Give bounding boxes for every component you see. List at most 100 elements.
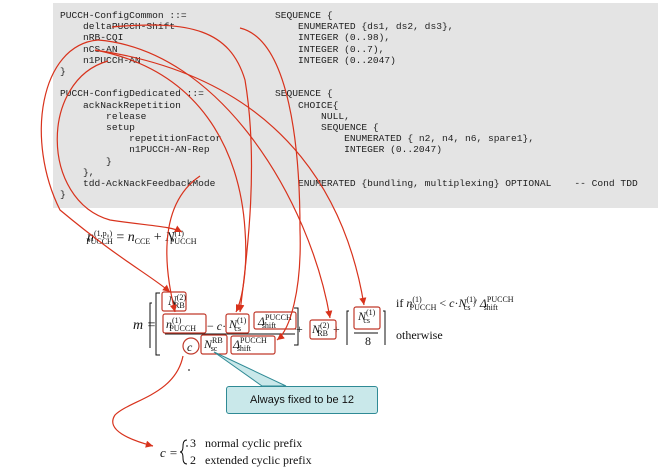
N-superscript: (1)	[174, 229, 184, 238]
arrow-delta-shift-to-delta-bottom	[239, 27, 301, 341]
asn1-line-right: SEQUENCE {	[275, 88, 333, 100]
sup-2: (2)	[176, 293, 186, 302]
asn1-line-right: INTEGER (0..7),	[275, 43, 385, 55]
sub-pucch: PUCCH	[169, 324, 197, 333]
sup-1: (1)	[466, 295, 476, 304]
arrow-ncs-an-to-ncs	[94, 49, 247, 313]
asn1-line-left: repetitionFactor	[60, 133, 222, 145]
dot-sign: ·	[222, 319, 227, 333]
ncce-symbol: n	[127, 230, 135, 245]
sup-1: (1)	[366, 308, 376, 317]
callout-fixed-12: Always fixed to be 12	[226, 386, 378, 414]
denominator-8: 8	[365, 334, 371, 348]
asn1-line-right: ENUMERATED { n2, n4, n6, spare1},	[275, 133, 535, 145]
asn1-line-right: ENUMERATED {ds1, ds2, ds3},	[275, 21, 454, 33]
asn1-line-left: nRB-CQI	[60, 32, 124, 44]
minus-c: − c·	[207, 319, 226, 334]
arrow-n1pucch-an-to-n-pucch	[56, 60, 183, 233]
callout-pointer	[213, 351, 287, 387]
c-letter: c	[449, 296, 455, 310]
c-case-brace	[179, 439, 188, 465]
ncce-subscript: CCE	[134, 237, 151, 246]
arrow-ncs-an-to-ncs-over-8	[94, 49, 367, 306]
asn1-line-left: }	[60, 189, 66, 201]
asn1-line-left: PUCCH-ConfigDedicated ::=	[60, 88, 204, 100]
n-symbol: n	[87, 230, 94, 245]
box-delta-bottom	[230, 335, 276, 355]
arrow-delta-shift-to-delta	[111, 24, 253, 313]
otherwise-label: otherwise	[396, 328, 443, 342]
N-symbol: N	[165, 230, 175, 245]
sub-shift: shift	[483, 303, 498, 312]
sub-cs: cs	[234, 324, 242, 333]
n-cs-term: N(1)cs	[229, 316, 246, 333]
N-letter: N	[358, 309, 367, 323]
value-3: 3	[190, 436, 196, 450]
N-letter: N	[204, 337, 213, 351]
c-case-normal: 3 normal cyclic prefix	[190, 436, 302, 451]
highlight-boxes	[161, 291, 381, 355]
asn1-line-right: SEQUENCE {	[275, 10, 333, 21]
N-letter: N	[229, 317, 238, 331]
delta-shift-bottom: ΔPUCCHshift	[233, 336, 267, 353]
sub-cs: cs	[463, 303, 471, 312]
asn1-line-left: deltaPUCCH-Shift	[60, 21, 176, 33]
sup-1: (1)	[237, 316, 247, 325]
equals-sign: =	[112, 230, 128, 245]
sub-pucch: PUCCH	[409, 303, 437, 312]
box-n-cs	[225, 313, 250, 334]
sub-rb: RB	[174, 301, 185, 310]
box-delta-top	[253, 311, 297, 330]
asn1-line-left: setup	[60, 122, 135, 133]
asn1-line-right: ENUMERATED {bundling, multiplexing} OPTI…	[275, 178, 638, 189]
N-subscript: PUCCH	[169, 237, 197, 246]
asn1-line-right: INTEGER (0..2047)	[275, 54, 396, 66]
arrow-c-circle-to-c-def	[112, 355, 184, 448]
n-cs-over-8: N(1)cs	[358, 308, 375, 325]
asn1-line-left: n1PUCCH-AN-Rep	[60, 144, 210, 156]
box-n-sc-rb	[200, 334, 228, 355]
c-in-circle: c	[187, 340, 193, 354]
sub-shift: shift	[261, 321, 276, 330]
sub-cs: cs	[363, 316, 371, 325]
arrow-rep-to-n-pucch	[166, 175, 201, 313]
sub-shift: shift	[236, 344, 251, 353]
asn1-line-left: release	[60, 110, 147, 122]
n-rb-2-second: N(2)RB	[312, 321, 329, 338]
asn1-line-right: CHOICE{	[275, 99, 339, 111]
sup-pucch: PUCCH	[240, 336, 267, 345]
box-n-rb-2-second	[309, 319, 337, 340]
asn1-line-left: nCS-AN	[60, 43, 118, 55]
dot-sign: ·	[454, 296, 459, 310]
plus-n-rb-2: +	[296, 322, 303, 337]
c-case-extended: 2 extended cyclic prefix	[190, 453, 312, 468]
n-sc-rb-term: NRBsc	[204, 336, 223, 353]
n-pucch-term: n(1)PUCCH	[166, 316, 197, 333]
asn1-line-right: INTEGER (0..2047)	[275, 144, 442, 156]
sub-rb: RB	[317, 329, 329, 338]
c-definition-lhs: c =	[160, 445, 178, 460]
arrow-nrb-cqi-to-nrb-top	[40, 39, 171, 293]
connector-arrows	[40, 24, 367, 448]
N-letter: N	[312, 322, 321, 336]
n-superscript: (1,p₀)	[94, 229, 113, 238]
extended-cp-label: extended cyclic prefix	[205, 453, 312, 467]
bracket-marks	[149, 292, 386, 465]
sub-sc: sc	[210, 344, 218, 353]
arrow-nrb-cqi-to-nrb-second	[97, 39, 333, 319]
N-letter: N	[458, 296, 467, 310]
sup-rb: RB	[212, 336, 223, 345]
less-than: <	[436, 296, 450, 310]
n-letter: n	[166, 317, 172, 331]
asn1-definition-panel	[53, 3, 658, 208]
sup-1: (1)	[172, 316, 182, 325]
plus-sign: +	[296, 322, 303, 336]
sup-1: (1)	[412, 295, 422, 304]
c-circle	[182, 337, 200, 355]
slash: /	[470, 296, 480, 310]
if-word: if	[396, 296, 407, 310]
sup-pucch: PUCCH	[486, 295, 514, 304]
minus-sign: −	[207, 319, 217, 333]
delta-letter: Δ	[479, 296, 487, 310]
